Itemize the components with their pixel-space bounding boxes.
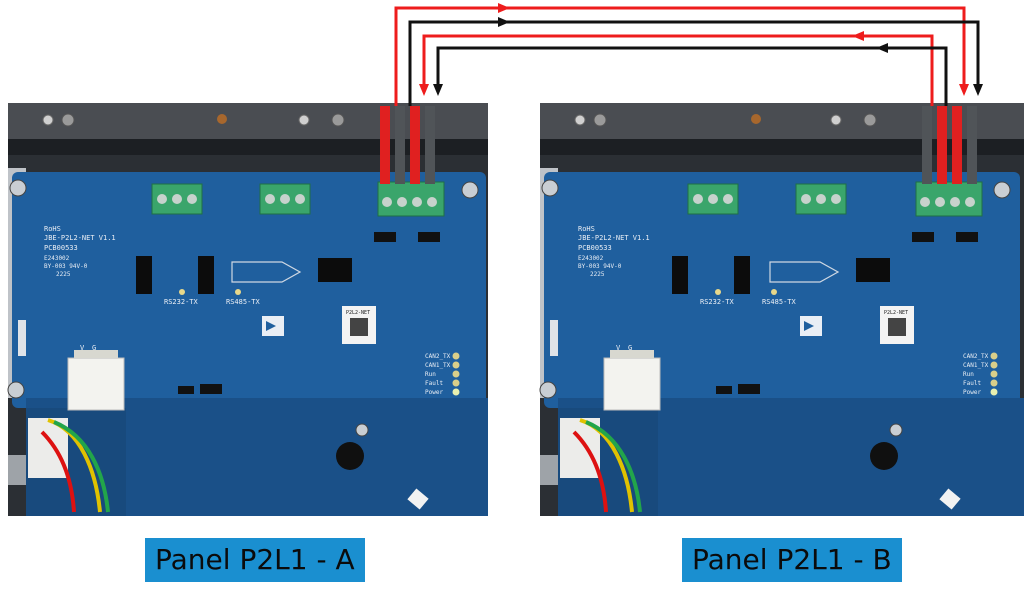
screw-icon <box>539 381 557 399</box>
screw-icon <box>993 181 1011 199</box>
pcb-board <box>12 172 486 408</box>
terminal-block <box>687 183 739 215</box>
arrow-down-icon <box>973 84 983 96</box>
screw-icon <box>9 179 27 197</box>
silk-rs232: RS232-TX <box>700 298 735 306</box>
led-label: CAN1_TX <box>963 362 989 369</box>
led-label: Run <box>425 371 436 378</box>
silk-date: 2225 <box>590 271 605 278</box>
panel-a-photo: RoHS JBE-P2L2-NET V1.1 PCB00533 E243002 … <box>7 103 488 516</box>
led-label: CAN2_TX <box>963 353 989 360</box>
led-label: Fault <box>425 380 443 387</box>
panel-b-photo: RoHS JBE-P2L2-NET V1.1 PCB00533 E243002 … <box>539 103 1024 516</box>
led-label: Fault <box>963 380 981 387</box>
chip <box>318 258 352 282</box>
silk-ul: BY-003 94V-0 <box>44 263 88 270</box>
silk-part: PCB00533 <box>578 244 612 252</box>
led-label: Power <box>425 389 443 396</box>
red-wire-line <box>394 6 966 106</box>
arrow-left-icon <box>852 31 864 41</box>
led-label: CAN2_TX <box>425 353 451 360</box>
led-label: CAN1_TX <box>425 362 451 369</box>
can-terminal-block <box>377 181 445 217</box>
arrow-right-icon <box>498 17 510 27</box>
red-wire <box>380 106 390 184</box>
gray-wire <box>922 106 932 184</box>
arrow-left-icon <box>876 43 888 53</box>
screw-icon <box>461 181 479 199</box>
power-connector <box>67 357 125 411</box>
led-label: Power <box>963 389 981 396</box>
qr-text: P2L2-NET <box>884 310 908 316</box>
silk-part: PCB00533 <box>44 244 78 252</box>
chip <box>198 256 214 294</box>
silk-ce: E243002 <box>578 255 604 262</box>
arrow-right-icon <box>498 3 510 13</box>
panel-b-caption: Panel P2L1 - B <box>682 538 902 582</box>
silk-rs485: RS485-TX <box>762 298 797 306</box>
red-wire <box>937 106 947 184</box>
gray-wire <box>967 106 977 184</box>
wiring-lines <box>394 3 983 106</box>
black-wire-line <box>436 46 948 106</box>
silk-g: G <box>628 344 632 352</box>
silk-rohs: RoHS <box>44 225 61 233</box>
top-metal-bar <box>540 103 1024 139</box>
chip <box>856 258 890 282</box>
silk-v: V <box>80 344 85 352</box>
chip <box>136 256 152 294</box>
silk-ce: E243002 <box>44 255 70 262</box>
silk-model: JBE-P2L2-NET V1.1 <box>44 234 116 242</box>
silk-ul: BY-003 94V-0 <box>578 263 622 270</box>
screw-icon <box>541 179 559 197</box>
power-connector <box>603 357 661 411</box>
silk-g: G <box>92 344 96 352</box>
silk-v: V <box>616 344 621 352</box>
gray-wire <box>425 106 435 184</box>
silk-rohs: RoHS <box>578 225 595 233</box>
can-terminal-block <box>915 181 983 217</box>
chip <box>672 256 688 294</box>
red-wire <box>952 106 962 184</box>
capacitor <box>870 442 898 470</box>
top-metal-bar <box>8 103 488 139</box>
capacitor <box>336 442 364 470</box>
terminal-block <box>259 183 311 215</box>
arrow-down-icon <box>419 84 429 96</box>
silk-model: JBE-P2L2-NET V1.1 <box>578 234 650 242</box>
terminal-block <box>795 183 847 215</box>
silk-rs485: RS485-TX <box>226 298 261 306</box>
red-wire <box>410 106 420 184</box>
arrow-down-icon <box>433 84 443 96</box>
qr-text: P2L2-NET <box>346 310 370 316</box>
black-wire-line <box>408 20 980 106</box>
red-wire-line <box>422 34 934 106</box>
gray-wire <box>395 106 405 184</box>
terminal-block <box>151 183 203 215</box>
chip <box>734 256 750 294</box>
arrow-down-icon <box>959 84 969 96</box>
panel-a-caption: Panel P2L1 - A <box>145 538 365 582</box>
screw-icon <box>7 381 25 399</box>
silk-rs232: RS232-TX <box>164 298 199 306</box>
pcb-board <box>544 172 1020 408</box>
led-label: Run <box>963 371 974 378</box>
silk-date: 2225 <box>56 271 71 278</box>
